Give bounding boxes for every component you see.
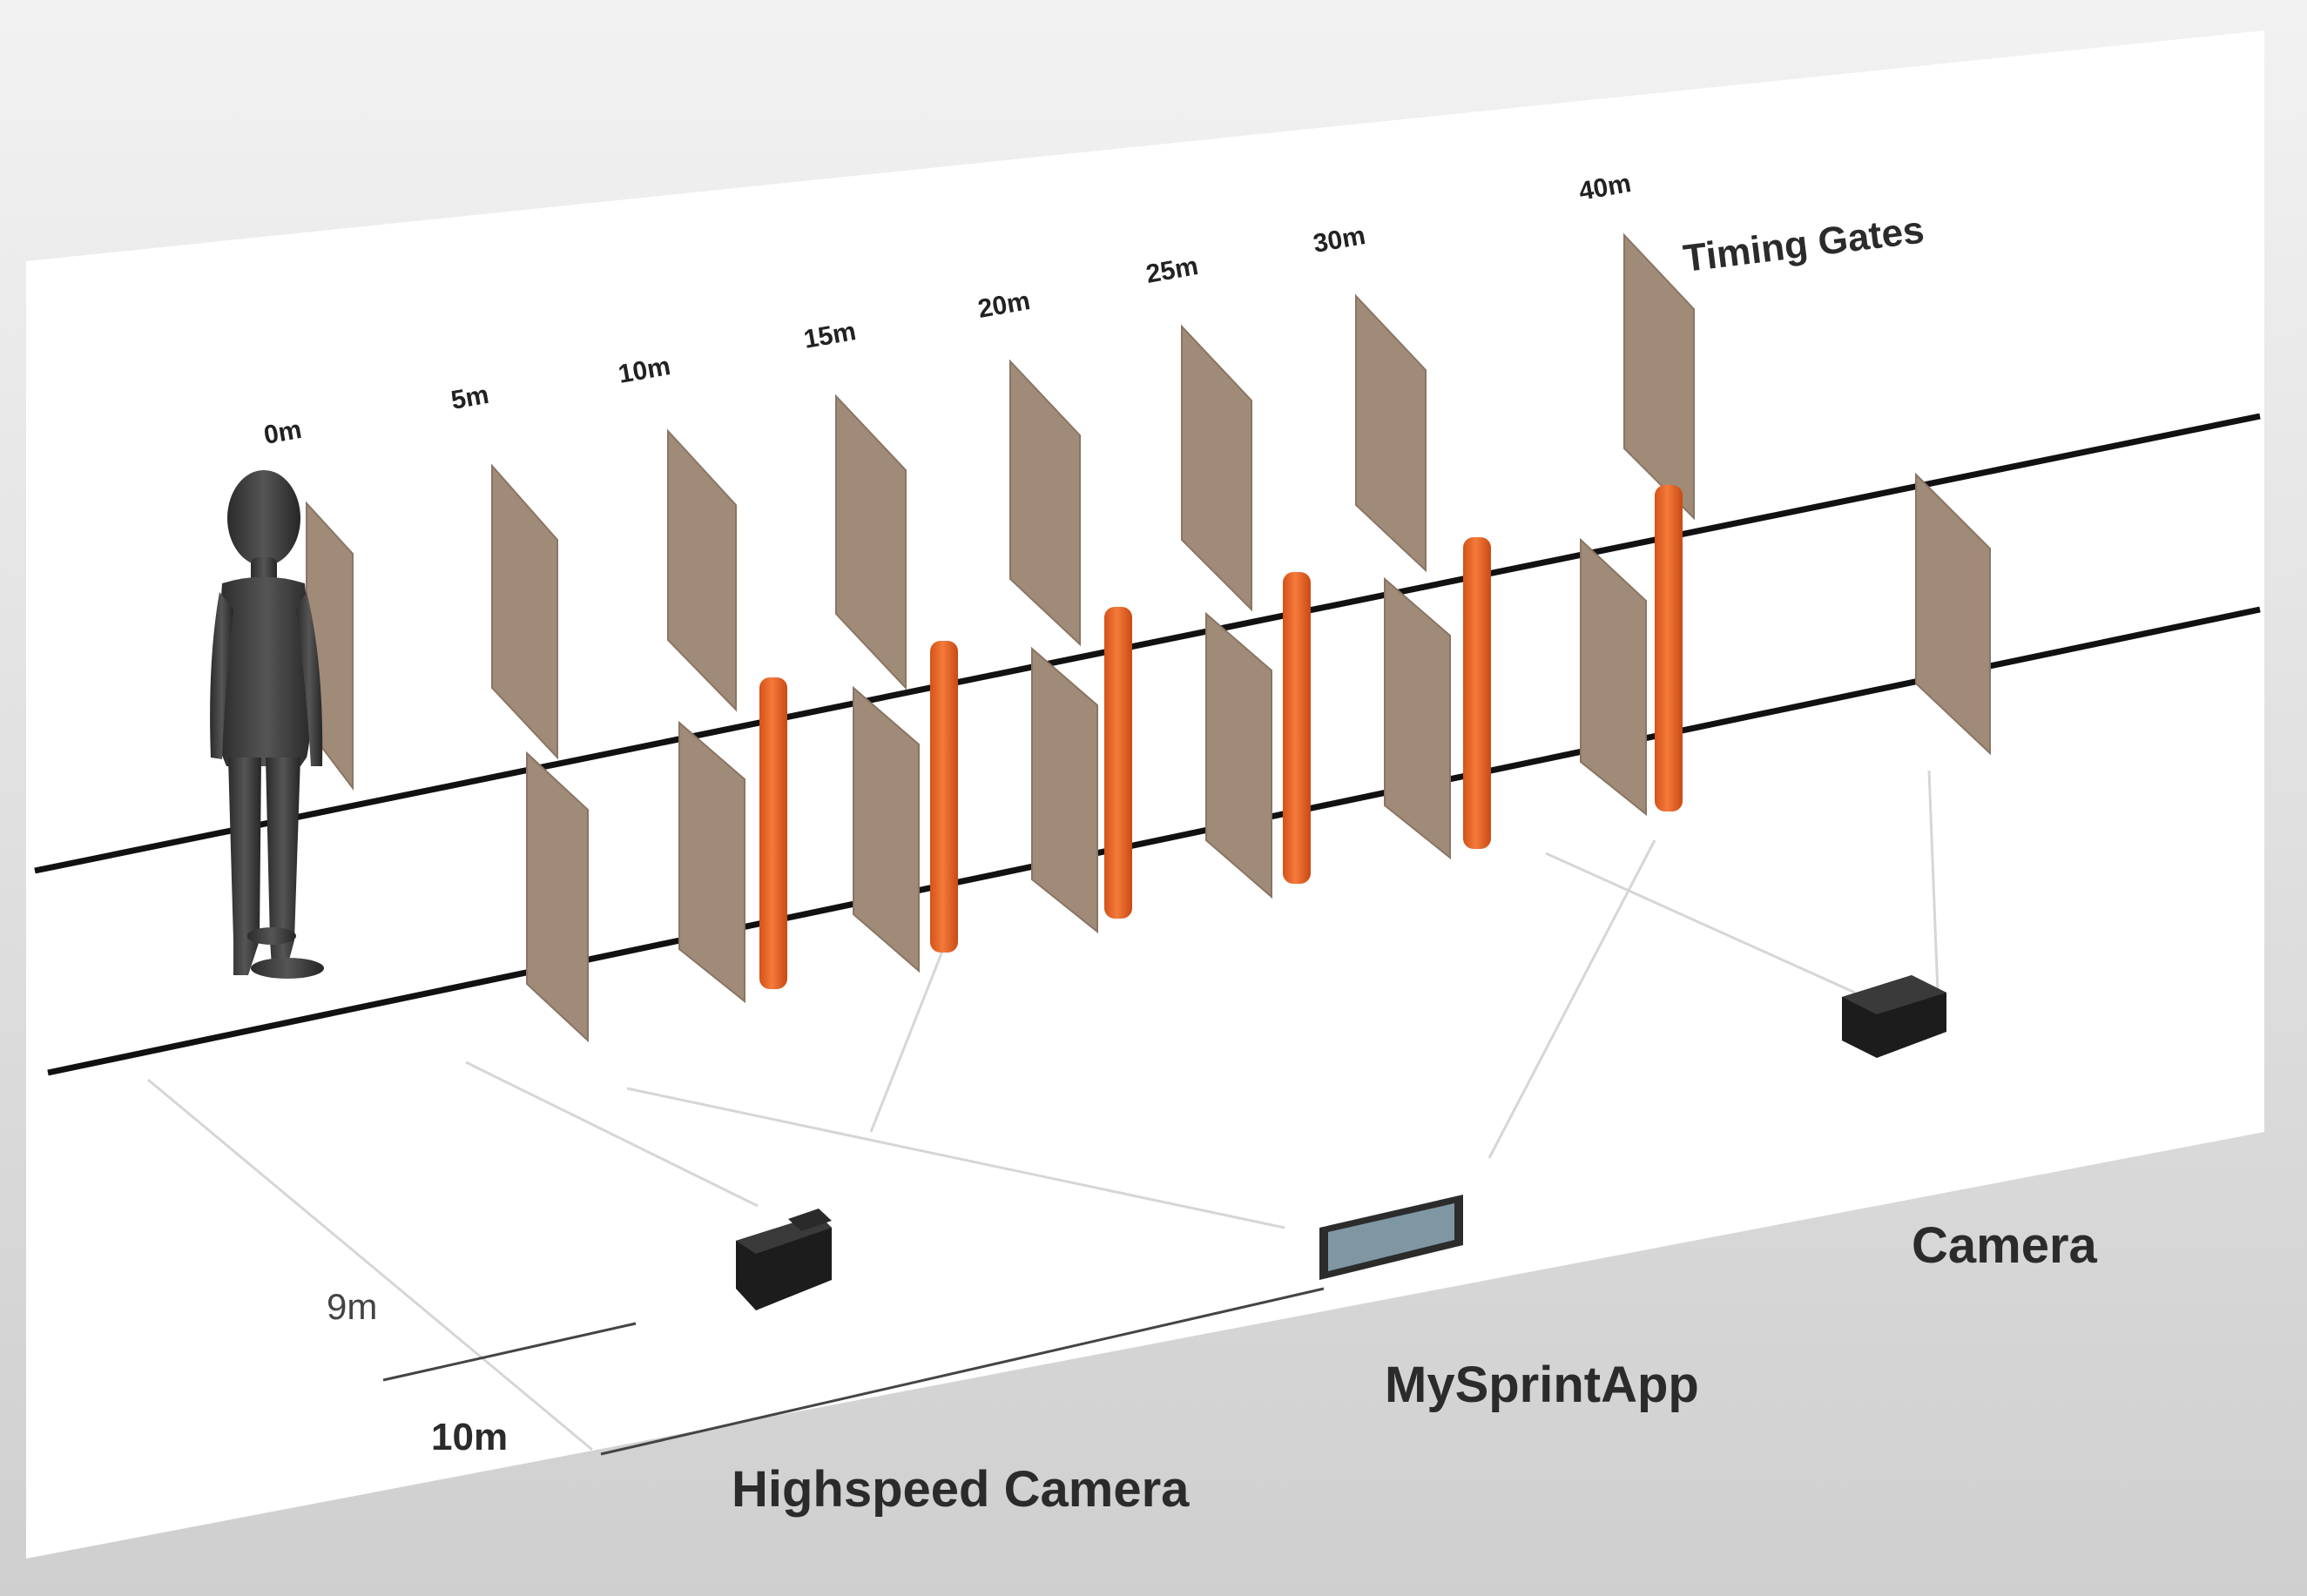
gate-panel	[1009, 359, 1081, 647]
timing-poles	[759, 485, 1683, 989]
highspeed-camera-label: Highspeed Camera	[732, 1461, 1190, 1518]
gate-panel	[1205, 611, 1272, 899]
marker-0m: 0m	[261, 415, 303, 450]
gate-panel	[491, 463, 558, 760]
mysprintapp-label: MySprintApp	[1385, 1357, 1699, 1413]
dimension-10m-label: 10m	[431, 1416, 508, 1458]
timing-gate-panels-lower	[526, 537, 1647, 1043]
gate-panel	[1031, 646, 1098, 934]
gate-panel	[1355, 293, 1427, 573]
dimension-9m-label: 9m	[327, 1286, 377, 1327]
lane-line-lower	[47, 606, 2261, 1076]
timing-gate-panels-upper	[306, 232, 1991, 791]
lane-line-upper	[34, 413, 2261, 874]
gate-panel	[1623, 232, 1695, 521]
camera-label: Camera	[1912, 1217, 2098, 1274]
timing-pole	[1283, 572, 1311, 884]
gate-panel	[678, 720, 745, 1004]
dimension-lines	[382, 1287, 1325, 1456]
timing-pole	[1104, 607, 1132, 919]
white-floor-plane	[26, 30, 2264, 1559]
timing-pole	[1463, 537, 1491, 849]
marker-5m: 5m	[449, 380, 490, 415]
gate-panel	[1181, 324, 1252, 612]
camera-icon	[1842, 975, 1946, 1058]
camera-guide-lines	[147, 770, 1939, 1451]
smartphone-icon	[1319, 1195, 1463, 1280]
gate-panel	[1384, 576, 1451, 860]
gate-panel	[526, 751, 589, 1043]
highspeed-camera-icon	[736, 1209, 832, 1310]
gate-panel	[667, 428, 737, 712]
gate-panel	[835, 394, 907, 690]
athlete-figure-icon	[210, 470, 324, 979]
timing-pole	[930, 641, 958, 953]
timing-pole	[759, 677, 787, 989]
timing-pole	[1655, 485, 1683, 811]
gate-panel	[1915, 472, 1991, 756]
gate-panel	[853, 685, 920, 973]
gate-panel	[1580, 537, 1647, 817]
